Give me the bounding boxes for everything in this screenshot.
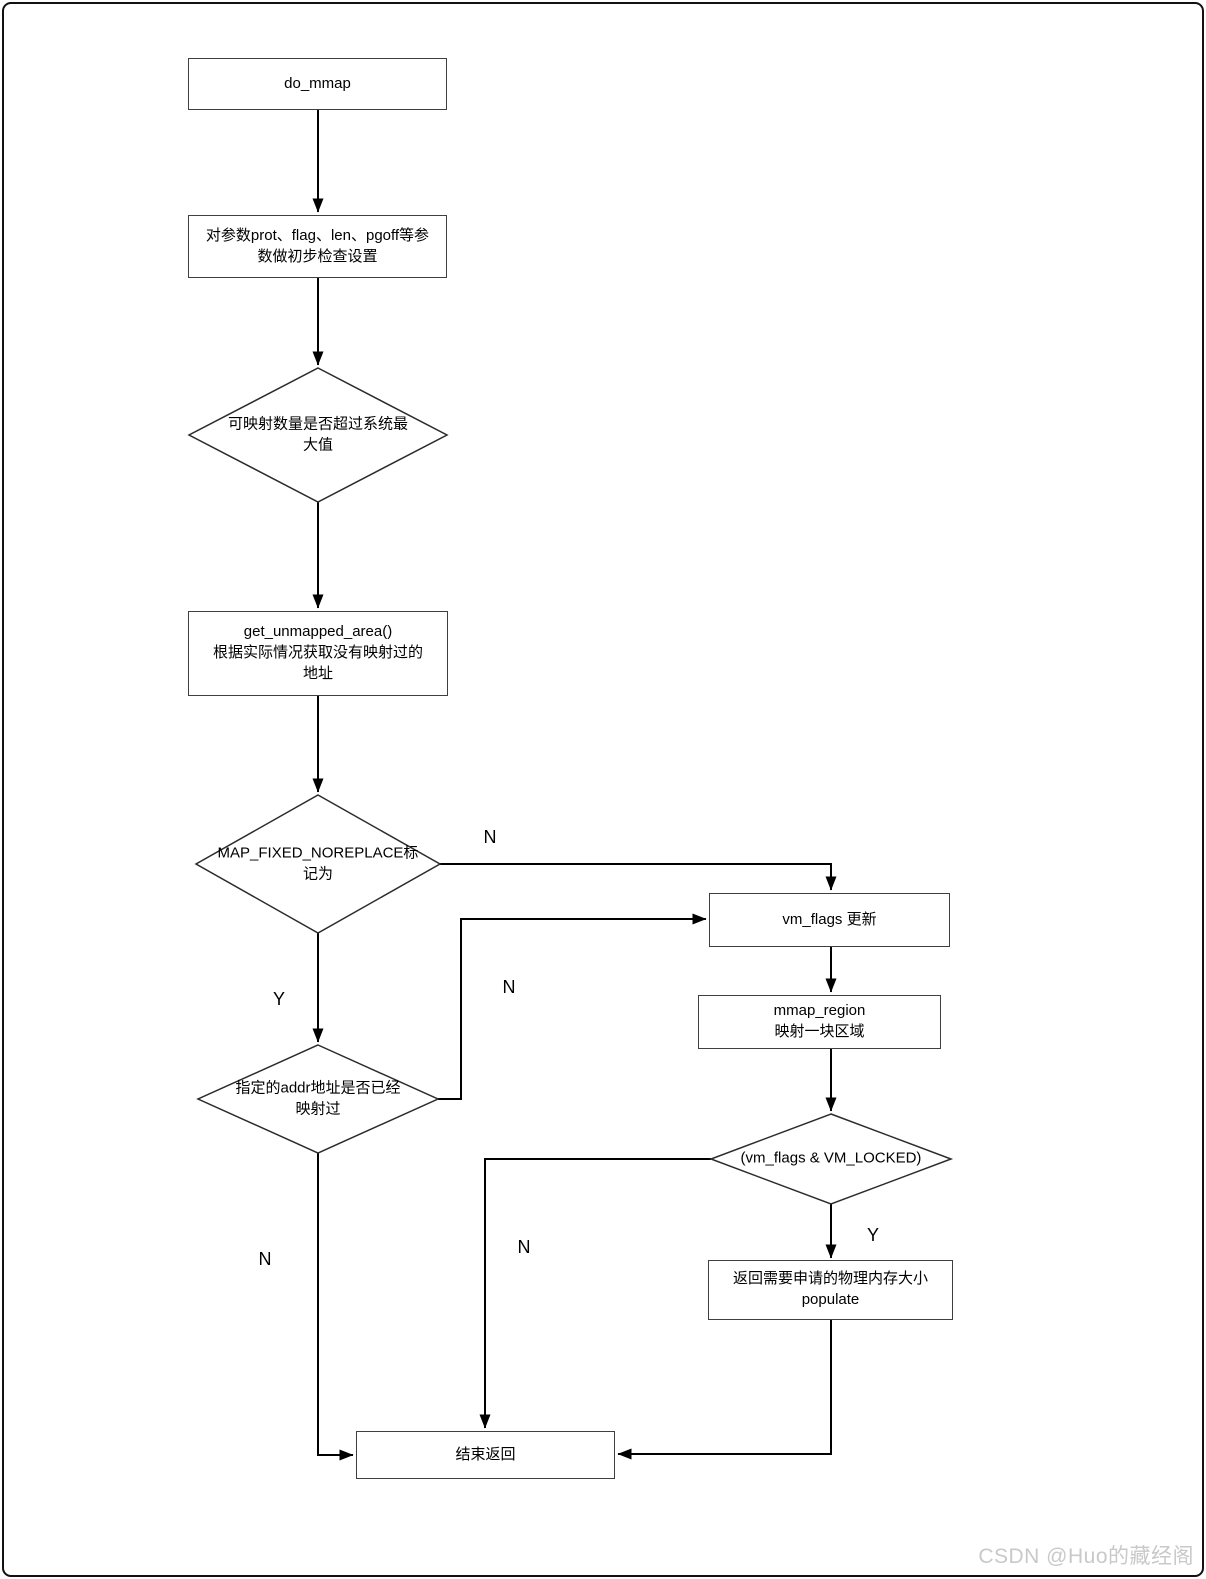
decision-shape-vm-locked-check: [708, 1113, 954, 1205]
node-do-mmap: do_mmap: [188, 58, 447, 110]
decision-shape-addr-mapped-check: [196, 1044, 440, 1154]
node-vm-flags-update-label: vm_flags 更新: [782, 910, 877, 928]
csdn-watermark: CSDN @Huo的藏经阁: [978, 1545, 1194, 1568]
edge-noreplace-check-n-to-vm-flags: [440, 863, 837, 891]
branch-label-noreplace-n: N: [483, 827, 497, 847]
edge-populate-to-end-return: [617, 1320, 832, 1460]
node-end-return: 结束返回: [356, 1431, 615, 1479]
branch-label-vm-locked-y: Y: [866, 1225, 880, 1245]
node-mmap-region-label: mmap_region 映射一块区域: [773, 1002, 866, 1040]
edge-addr-check-n-to-vm-flags: [438, 913, 707, 1100]
node-populate: 返回需要申请的物理内存大小 populate: [708, 1260, 953, 1320]
edge-vm-locked-n-to-end-return: [479, 1158, 711, 1429]
node-end-return-label: 结束返回: [455, 1445, 516, 1463]
node-populate-label: 返回需要申请的物理内存大小 populate: [732, 1270, 928, 1308]
node-vm-flags-update: vm_flags 更新: [709, 893, 950, 947]
edge-addr-check-n-to-end-return: [317, 1153, 354, 1461]
decision-shape-noreplace-check: [194, 794, 442, 934]
branch-label-addr-right-n: N: [502, 977, 516, 997]
branch-label-noreplace-y: Y: [272, 989, 286, 1009]
node-get-unmapped-area-label: get_unmapped_area() 根据实际情况获取没有映射过的 地址: [212, 623, 423, 682]
branch-label-vm-locked-n: N: [517, 1237, 531, 1257]
node-param-check-label: 对参数prot、flag、len、pgoff等参 数做初步检查设置: [205, 226, 430, 265]
decision-shape-max-map-check: [187, 367, 449, 503]
node-mmap-region: mmap_region 映射一块区域: [698, 995, 941, 1049]
node-param-check: 对参数prot、flag、len、pgoff等参 数做初步检查设置: [188, 215, 447, 278]
node-get-unmapped-area: get_unmapped_area() 根据实际情况获取没有映射过的 地址: [188, 611, 448, 696]
node-do-mmap-label: do_mmap: [284, 74, 351, 92]
branch-label-addr-down-n: N: [258, 1249, 272, 1269]
